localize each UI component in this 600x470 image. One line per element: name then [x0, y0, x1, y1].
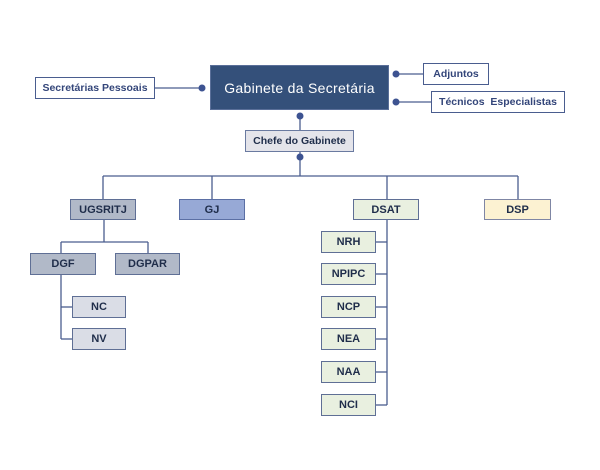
- node-nrh[interactable]: NRH: [321, 231, 376, 253]
- connector-dot-adjuntos: [392, 70, 400, 78]
- node-nc[interactable]: NC: [72, 296, 126, 318]
- node-chefe-do-gabinete[interactable]: Chefe do Gabinete: [245, 130, 354, 152]
- node-dsp[interactable]: DSP: [484, 199, 551, 220]
- connector-dot-root-bottom: [296, 112, 304, 120]
- node-nv[interactable]: NV: [72, 328, 126, 350]
- node-gj[interactable]: GJ: [179, 199, 245, 220]
- node-secretarias-pessoais[interactable]: Secretárias Pessoais: [35, 77, 155, 99]
- node-ncp[interactable]: NCP: [321, 296, 376, 318]
- connector-dot-chefe-bottom: [296, 153, 304, 161]
- node-ugsritj[interactable]: UGSRITJ: [70, 199, 136, 220]
- connector-dot-left: [198, 84, 206, 92]
- node-tecnicos-especialistas[interactable]: Técnicos Especialistas: [431, 91, 565, 113]
- node-npipc[interactable]: NPIPC: [321, 263, 376, 285]
- connector-dot-tecnicos: [392, 98, 400, 106]
- node-nea[interactable]: NEA: [321, 328, 376, 350]
- node-dsat[interactable]: DSAT: [353, 199, 419, 220]
- node-naa[interactable]: NAA: [321, 361, 376, 383]
- node-nci[interactable]: NCI: [321, 394, 376, 416]
- node-gabinete-da-secretaria[interactable]: Gabinete da Secretária: [210, 65, 389, 110]
- node-dgf[interactable]: DGF: [30, 253, 96, 275]
- node-adjuntos[interactable]: Adjuntos: [423, 63, 489, 85]
- node-dgpar[interactable]: DGPAR: [115, 253, 180, 275]
